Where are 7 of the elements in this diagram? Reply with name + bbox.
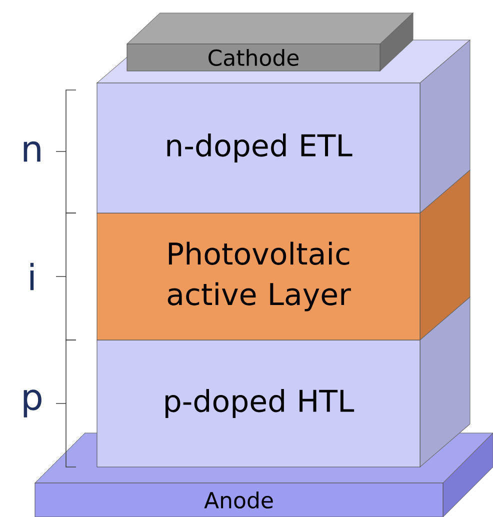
layer-box: Photovoltaic active Layer xyxy=(96,170,470,340)
bracket-label: n xyxy=(24,141,40,162)
node-label: Anode xyxy=(204,491,273,509)
bracket-label: p xyxy=(24,390,42,418)
cathode-layer: Cathode xyxy=(126,12,414,72)
node-label: Cathode xyxy=(208,48,299,66)
bracket-label: i xyxy=(30,262,34,290)
